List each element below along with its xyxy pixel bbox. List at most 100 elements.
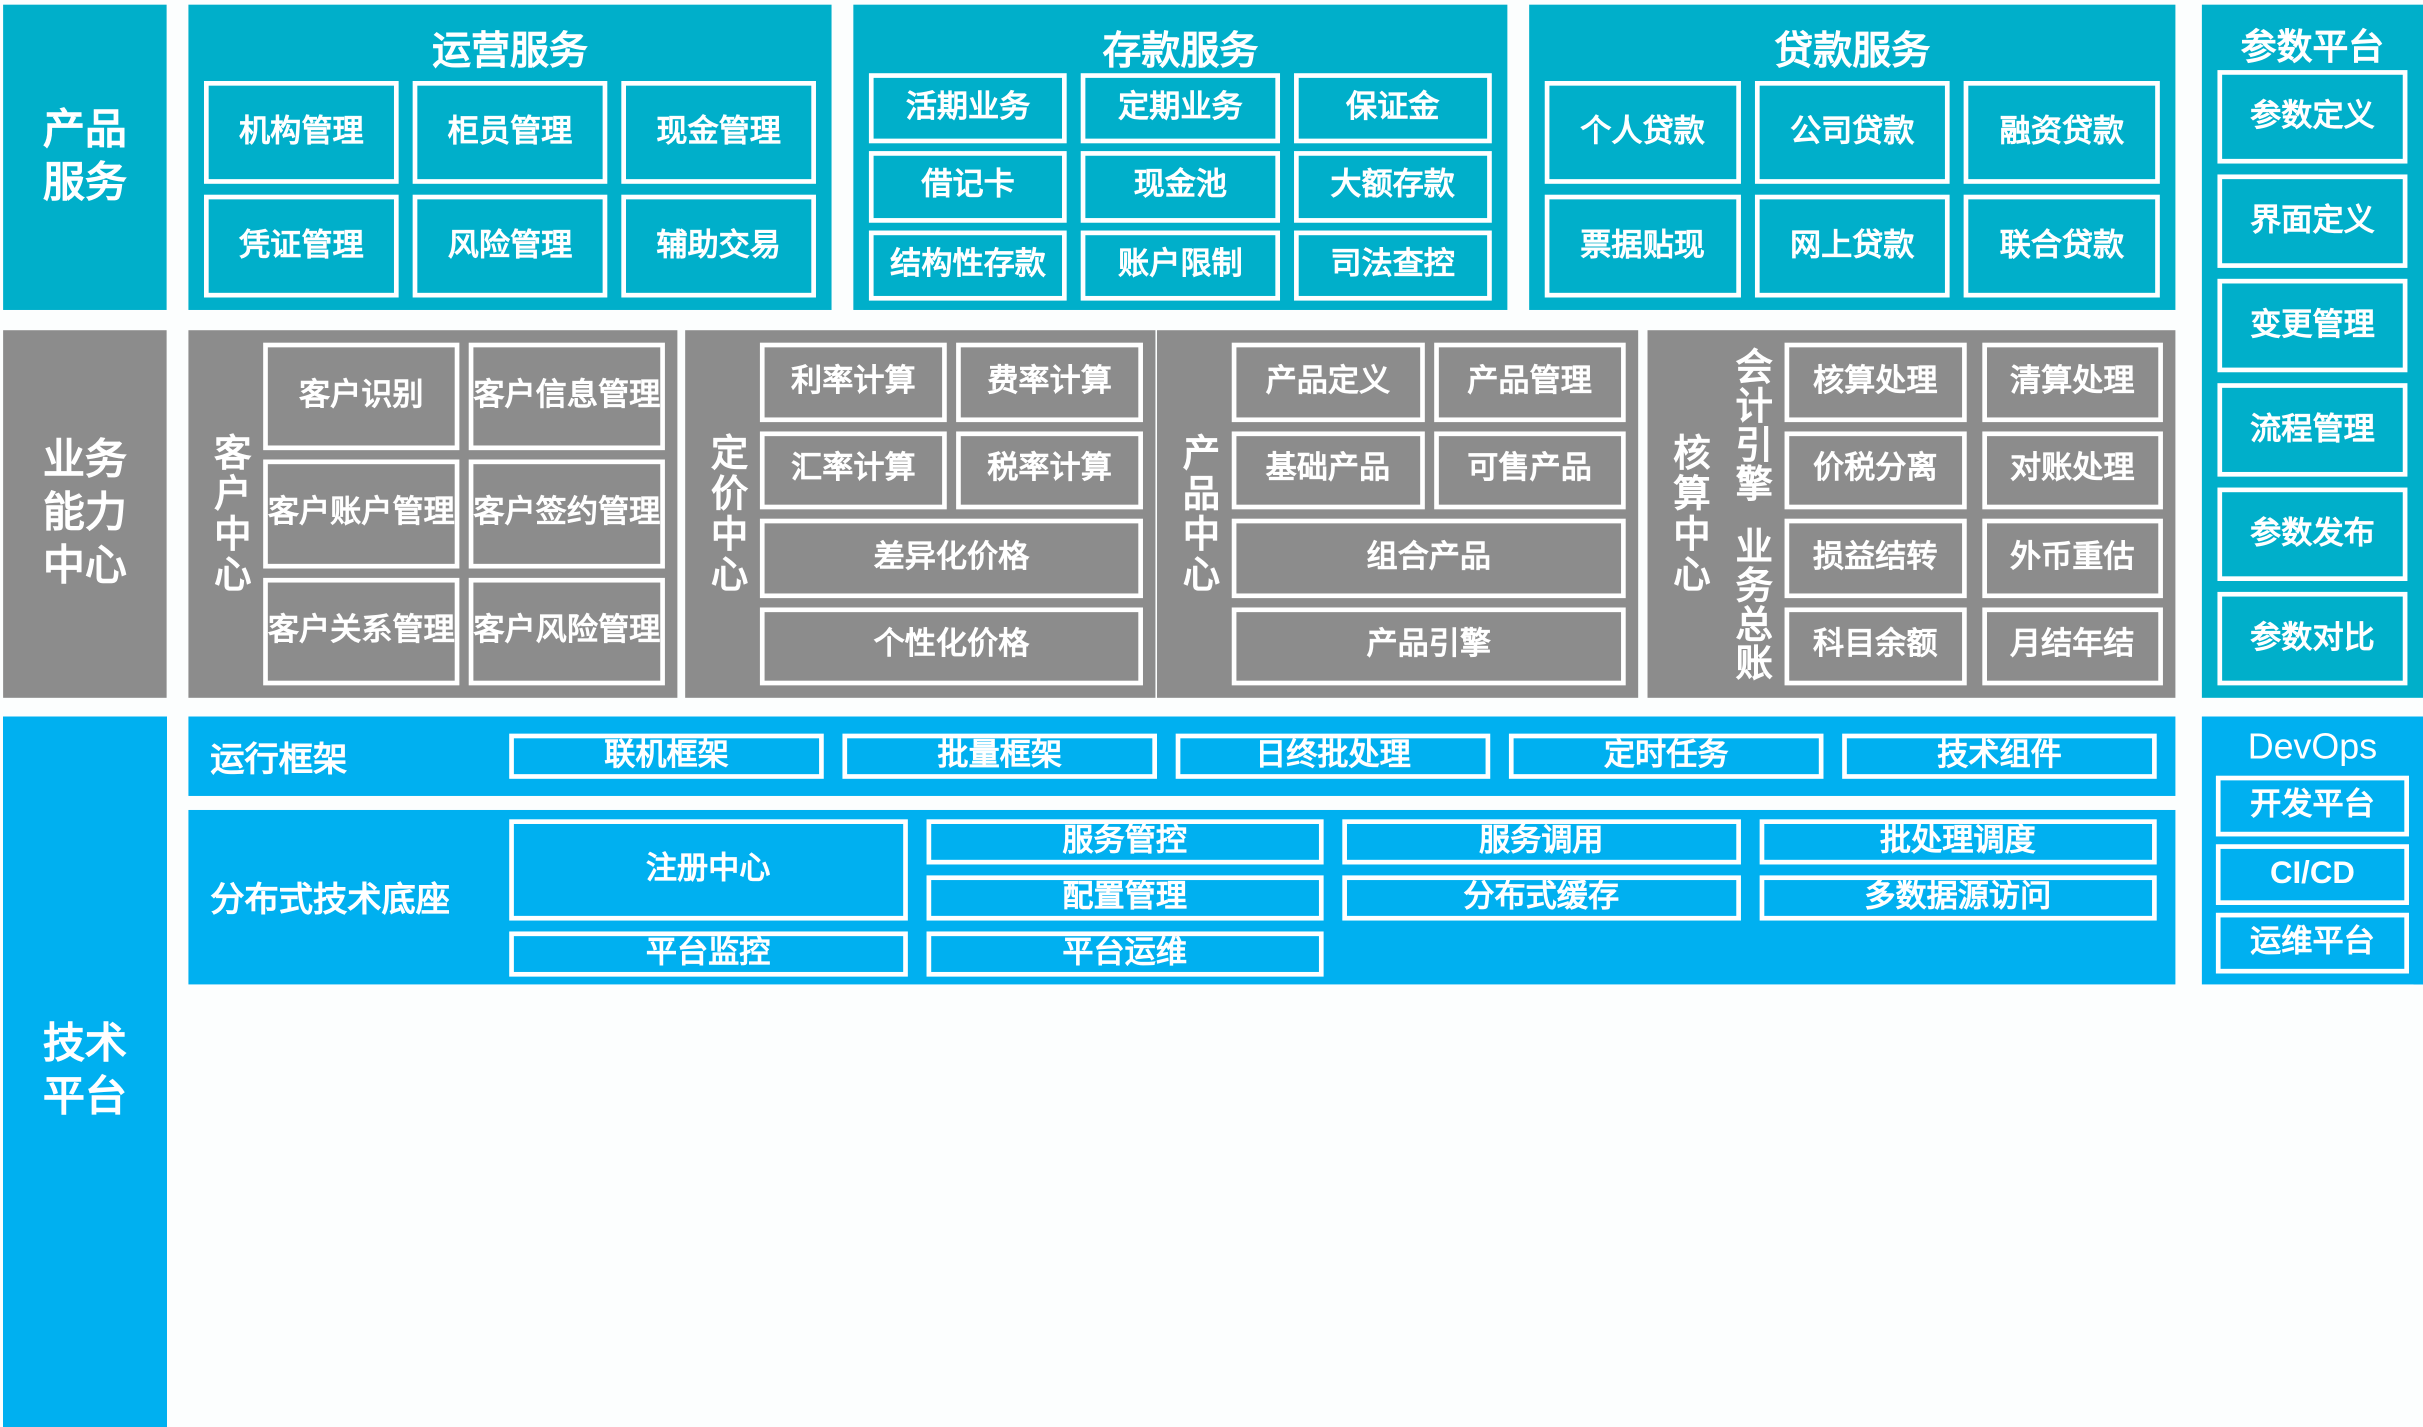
cell-multi-datasource-access[interactable]: 多数据源访问 xyxy=(1758,874,2157,920)
panel-deposit-services: 存款服务 活期业务 定期业务 保证金 借记卡 现金池 大额存款 结构性存款 账户… xyxy=(853,4,1508,310)
grid-runtime-framework: 联机框架 批量框架 日终批处理 定时任务 技术组件 xyxy=(509,733,2157,779)
cell-product-management[interactable]: 产品管理 xyxy=(1433,342,1626,422)
cell-configuration-management[interactable]: 配置管理 xyxy=(925,874,1324,920)
cell-syndicated-loan[interactable]: 联合贷款 xyxy=(1964,194,2160,298)
cell-product-engine[interactable]: 产品引擎 xyxy=(1231,606,1626,686)
cell-settlement-processing[interactable]: 清算处理 xyxy=(1981,342,2163,422)
grid-operation-services: 机构管理 柜员管理 现金管理 凭证管理 风险管理 辅助交易 xyxy=(203,80,816,298)
cell-development-platform[interactable]: 开发平台 xyxy=(2215,775,2409,837)
cell-demand-deposit[interactable]: 活期业务 xyxy=(868,73,1068,144)
cell-customer-relationship-management[interactable]: 客户关系管理 xyxy=(263,577,460,686)
cell-scheduled-task[interactable]: 定时任务 xyxy=(1508,733,1824,779)
cell-auxiliary-transaction[interactable]: 辅助交易 xyxy=(621,194,816,298)
cell-technical-component[interactable]: 技术组件 xyxy=(1842,733,2157,779)
cell-composite-product[interactable]: 组合产品 xyxy=(1231,518,1626,598)
vlabel-product-center: 产品中心 xyxy=(1175,433,1218,596)
panel-title-operation: 运营服务 xyxy=(432,29,588,74)
cell-corporate-loan[interactable]: 公司贷款 xyxy=(1754,80,1951,184)
cell-judicial-inquiry[interactable]: 司法查控 xyxy=(1293,229,1492,301)
label-distributed-base: 分布式技术底座 xyxy=(210,880,451,919)
cell-teller-management[interactable]: 柜员管理 xyxy=(412,80,608,184)
cell-month-year-end-closing[interactable]: 月结年结 xyxy=(1981,606,2163,686)
band-label-line: 业务 xyxy=(42,436,127,484)
panel-title-devops: DevOps xyxy=(2247,725,2378,767)
cell-reconciliation-processing[interactable]: 对账处理 xyxy=(1981,430,2163,510)
cell-ci-cd[interactable]: CI/CD xyxy=(2215,844,2409,905)
cell-parameter-release[interactable]: 参数发布 xyxy=(2217,487,2408,581)
cell-debit-card[interactable]: 借记卡 xyxy=(868,151,1068,223)
cell-voucher-management[interactable]: 凭证管理 xyxy=(203,194,399,298)
cell-account-restriction[interactable]: 账户限制 xyxy=(1081,229,1280,301)
vlabel-customer-center: 客户中心 xyxy=(207,433,250,596)
cell-differentiated-pricing[interactable]: 差异化价格 xyxy=(759,518,1143,598)
cell-end-of-day-batch[interactable]: 日终批处理 xyxy=(1175,733,1491,779)
panel-customer-center: 客户中心 客户识别 客户信息管理 客户账户管理 客户签约管理 客户关系管理 客户… xyxy=(188,330,678,698)
cell-product-definition[interactable]: 产品定义 xyxy=(1231,342,1425,422)
panel-title-loan: 贷款服务 xyxy=(1774,29,1931,74)
cell-parameter-comparison[interactable]: 参数对比 xyxy=(2217,591,2408,686)
cell-customer-risk-management[interactable]: 客户风险管理 xyxy=(468,577,665,686)
cell-customer-contract-management[interactable]: 客户签约管理 xyxy=(468,460,665,568)
cell-organization-management[interactable]: 机构管理 xyxy=(203,80,399,184)
cell-foreign-currency-revaluation[interactable]: 外币重估 xyxy=(1981,518,2163,598)
cell-process-management[interactable]: 流程管理 xyxy=(2217,383,2408,477)
sublabels-accounting-center: 会计引擎 业务总账 xyxy=(1722,343,1775,686)
list-devops: 开发平台 CI/CD 运维平台 xyxy=(2215,775,2409,974)
cell-fee-rate-calculation[interactable]: 费率计算 xyxy=(956,342,1143,422)
cell-customer-info-management[interactable]: 客户信息管理 xyxy=(468,342,665,451)
cell-registry-center[interactable]: 注册中心 xyxy=(509,818,908,920)
cell-accounting-processing[interactable]: 核算处理 xyxy=(1784,342,1966,422)
band-label-line: 产品 xyxy=(42,106,127,154)
cell-personal-loan[interactable]: 个人贷款 xyxy=(1544,80,1741,184)
cell-profit-loss-carryover[interactable]: 损益结转 xyxy=(1784,518,1966,598)
band-label-line: 服务 xyxy=(42,158,127,206)
cell-platform-monitoring[interactable]: 平台监控 xyxy=(509,930,908,976)
cell-ops-platform[interactable]: 运维平台 xyxy=(2215,912,2409,974)
panel-parameter-platform: 参数平台 参数定义 界面定义 变更管理 流程管理 参数发布 参数对比 xyxy=(2201,4,2423,698)
cell-price-tax-separation[interactable]: 价税分离 xyxy=(1784,430,1966,510)
panel-distributed-base: 分布式技术底座 注册中心 服务管控 服务调用 批处理调度 配置管理 分布式缓存 … xyxy=(188,809,2176,985)
cell-personalized-pricing[interactable]: 个性化价格 xyxy=(759,606,1143,686)
cell-subject-balance[interactable]: 科目余额 xyxy=(1784,606,1966,686)
cell-tax-rate-calculation[interactable]: 税率计算 xyxy=(956,430,1143,510)
cell-time-deposit[interactable]: 定期业务 xyxy=(1081,73,1280,144)
cell-cash-management[interactable]: 现金管理 xyxy=(621,80,816,184)
cell-risk-management[interactable]: 风险管理 xyxy=(412,194,608,298)
cell-structured-deposit[interactable]: 结构性存款 xyxy=(868,229,1068,301)
cell-large-deposit[interactable]: 大额存款 xyxy=(1293,151,1492,223)
cell-change-management[interactable]: 变更管理 xyxy=(2217,278,2408,373)
cell-basic-product[interactable]: 基础产品 xyxy=(1231,430,1425,510)
cell-cash-pool[interactable]: 现金池 xyxy=(1081,151,1280,223)
grid-accounting-center: 核算处理 清算处理 价税分离 对账处理 损益结转 外币重估 科目余额 月结年结 xyxy=(1784,342,2163,686)
cell-online-loan[interactable]: 网上贷款 xyxy=(1754,194,1951,298)
label-runtime-framework: 运行框架 xyxy=(210,739,348,779)
vlabel-business-ledger: 业务总账 xyxy=(1728,525,1771,682)
band-label-line: 技术 xyxy=(42,1020,127,1068)
cell-interest-rate-calculation[interactable]: 利率计算 xyxy=(759,342,947,422)
grid-distributed-base: 注册中心 服务管控 服务调用 批处理调度 配置管理 分布式缓存 多数据源访问 平… xyxy=(509,818,2157,976)
cell-parameter-definition[interactable]: 参数定义 xyxy=(2217,70,2408,164)
cell-bill-discount[interactable]: 票据贴现 xyxy=(1544,194,1741,298)
panel-title-deposit: 存款服务 xyxy=(1102,29,1259,74)
cell-platform-operations[interactable]: 平台运维 xyxy=(925,930,1324,976)
cell-customer-identification[interactable]: 客户识别 xyxy=(263,342,460,451)
vlabel-accounting-engine: 会计引擎 xyxy=(1728,346,1771,503)
cell-exchange-rate-calculation[interactable]: 汇率计算 xyxy=(759,430,947,510)
cell-margin-deposit[interactable]: 保证金 xyxy=(1293,73,1492,144)
cell-financing-loan[interactable]: 融资贷款 xyxy=(1964,80,2160,184)
panel-runtime-framework: 运行框架 联机框架 批量框架 日终批处理 定时任务 技术组件 xyxy=(188,716,2176,796)
cell-online-framework[interactable]: 联机框架 xyxy=(509,733,824,779)
cell-service-invocation[interactable]: 服务调用 xyxy=(1342,818,1741,864)
cell-sellable-product[interactable]: 可售产品 xyxy=(1433,430,1626,510)
cell-customer-account-management[interactable]: 客户账户管理 xyxy=(263,460,460,568)
panel-pricing-center: 定价中心 利率计算 费率计算 汇率计算 税率计算 差异化价格 个性化价格 xyxy=(685,330,1156,698)
list-parameter-platform: 参数定义 界面定义 变更管理 流程管理 参数发布 参数对比 xyxy=(2217,70,2408,686)
cell-interface-definition[interactable]: 界面定义 xyxy=(2217,174,2408,268)
cell-distributed-cache[interactable]: 分布式缓存 xyxy=(1342,874,1741,920)
panel-title-parameter-platform: 参数平台 xyxy=(2240,26,2385,67)
cell-service-governance[interactable]: 服务管控 xyxy=(925,818,1324,864)
panel-accounting-center: 核算中心 会计引擎 业务总账 核算处理 清算处理 价税分离 对账处理 损益结转 … xyxy=(1647,330,2176,698)
cell-batch-framework[interactable]: 批量框架 xyxy=(842,733,1157,779)
cell-batch-scheduling[interactable]: 批处理调度 xyxy=(1758,818,2157,864)
panel-devops: DevOps 开发平台 CI/CD 运维平台 xyxy=(2201,716,2423,985)
